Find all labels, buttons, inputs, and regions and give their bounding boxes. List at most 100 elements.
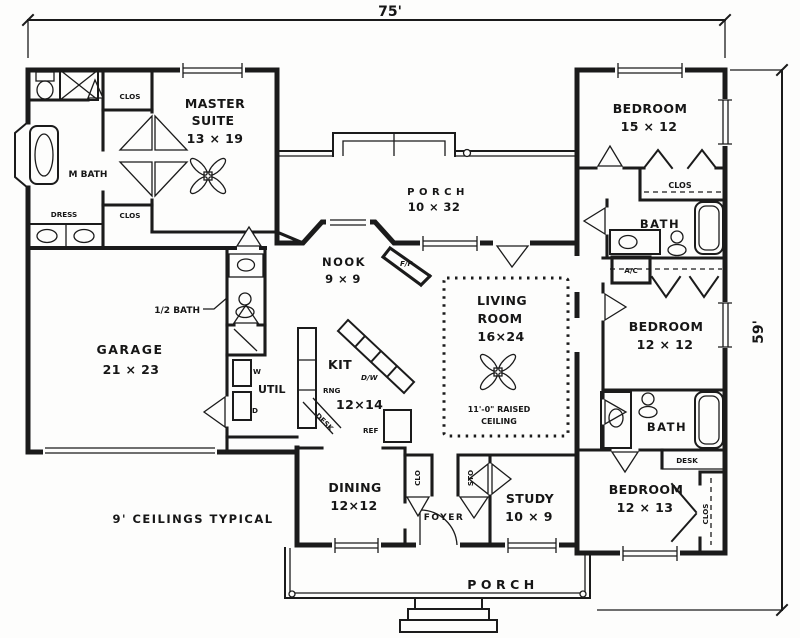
dining-label: DINING [328,480,381,495]
porch-bottom-label: PORCH [467,577,539,592]
kitchen-bar [336,318,416,395]
dining-size: 12×12 [330,498,377,513]
dimension-width-label: 75' [378,4,402,20]
bath-top-toilet [667,230,687,257]
master-double-door [154,114,189,151]
half-bath-label: 1/2 BATH [154,306,200,316]
half-bath-toilet [235,292,255,319]
living-size: 16×24 [477,329,524,344]
closet-rods [610,191,722,545]
washer-label: W [253,367,261,376]
porch-top-label: PORCH [407,187,469,198]
clo-label: CLO [413,470,422,486]
sto-door [458,496,490,520]
dress-label: DRESS [51,210,77,219]
garage-label: GARAGE [96,342,163,357]
bath-bottom-label: BATH [647,420,687,434]
porch-details [276,132,591,633]
dimension-height-label: 59' [751,320,767,344]
fireplace [380,245,433,288]
ceiling-fan-icon [479,353,517,391]
dimension-lines: 75' 59' [21,4,789,617]
utility-label: UTIL [258,383,286,396]
range-label: RNG [323,386,341,395]
garage-door [45,447,215,454]
bedroom-bottom-size: 12 × 13 [617,500,674,515]
porch-column [462,148,472,158]
bath-top-door [582,206,606,236]
ac-label: A/C [624,266,637,275]
windows [45,63,732,561]
kitchen-label: KIT [328,357,352,372]
bedroom-bottom-door [610,451,640,474]
study-label: STUDY [506,491,555,506]
bedroom-top-size: 15 × 12 [621,119,678,134]
kitchen-desk [302,397,342,435]
bathtub-icon [694,391,724,449]
dishwasher-label: D/W [361,373,379,382]
master-bath-label: M BATH [69,170,108,180]
half-bath-sink [228,253,264,278]
refrigerator [383,409,412,443]
closet-label: CLOS [701,504,710,525]
front-door-swing [419,509,458,546]
ceilings-note: 9' CEILINGS TYPICAL [112,512,273,526]
master-double-door [118,161,153,198]
mbath-door [87,78,105,99]
room-labels: MASTER SUITE 13 × 19 CLOS CLOS M BATH DR… [51,92,710,592]
bath-bottom-sink [600,391,632,449]
nook-size: 9 × 9 [325,272,361,286]
garage-entry-door [235,225,263,247]
bedroom-bottom-label: BEDROOM [609,482,684,497]
bifold-doors [650,275,720,299]
bathtub-icon [694,201,724,255]
porch-top-size: 10 × 32 [408,200,460,214]
bedroom-mid-label: BEDROOM [629,319,704,334]
raised-ceiling-note-1: 11'-0" RAISED [468,405,531,414]
closet-label: CLOS [120,92,141,101]
rear-steps [399,597,498,633]
bedroom-top-label: BEDROOM [613,101,688,116]
bath-top-sink [609,229,661,255]
bath-bottom-door [604,398,628,426]
ceiling-fan-icon [189,157,227,195]
interior-walls [26,68,727,555]
living-label-2: ROOM [478,311,523,326]
closet-label: CLOS [668,181,691,190]
bedroom-mid-door [604,292,628,322]
raised-ceiling-outline [442,276,570,438]
porch-post [288,590,296,598]
half-bath-door [232,303,260,324]
desk-label: DESK [676,456,698,465]
bathtub-icon [29,125,59,185]
study-door [491,462,513,496]
washer [232,359,252,387]
toilet-icon [35,71,55,100]
master-double-door [118,114,153,151]
kitchen-counter [297,327,317,429]
closet-double-door [670,482,698,543]
double-vanity-sink [27,223,104,249]
refrigerator-label: REF [363,426,378,435]
master-suite-label-2: SUITE [192,113,235,128]
living-door [495,245,530,269]
raised-ceiling-note-2: CEILING [481,417,517,426]
doors [87,78,720,546]
study-size: 10 × 9 [505,509,553,524]
nook-label: NOOK [322,255,366,269]
fireplace-label: F/P [400,259,414,268]
kitchen-size: 12×14 [336,397,383,412]
dryer-label: D [252,406,258,415]
bedroom-mid-size: 12 × 12 [637,337,694,352]
closet-door [233,328,258,352]
living-label-1: LIVING [477,293,527,308]
clo-door [405,496,431,518]
garage-size: 21 × 23 [103,362,160,377]
bath-top-label: BATH [640,217,680,231]
half-bath-leader [203,296,229,310]
garage-side-door [202,395,226,429]
foyer-label: FOYER [424,513,465,523]
bedroom-top-door [596,144,624,167]
